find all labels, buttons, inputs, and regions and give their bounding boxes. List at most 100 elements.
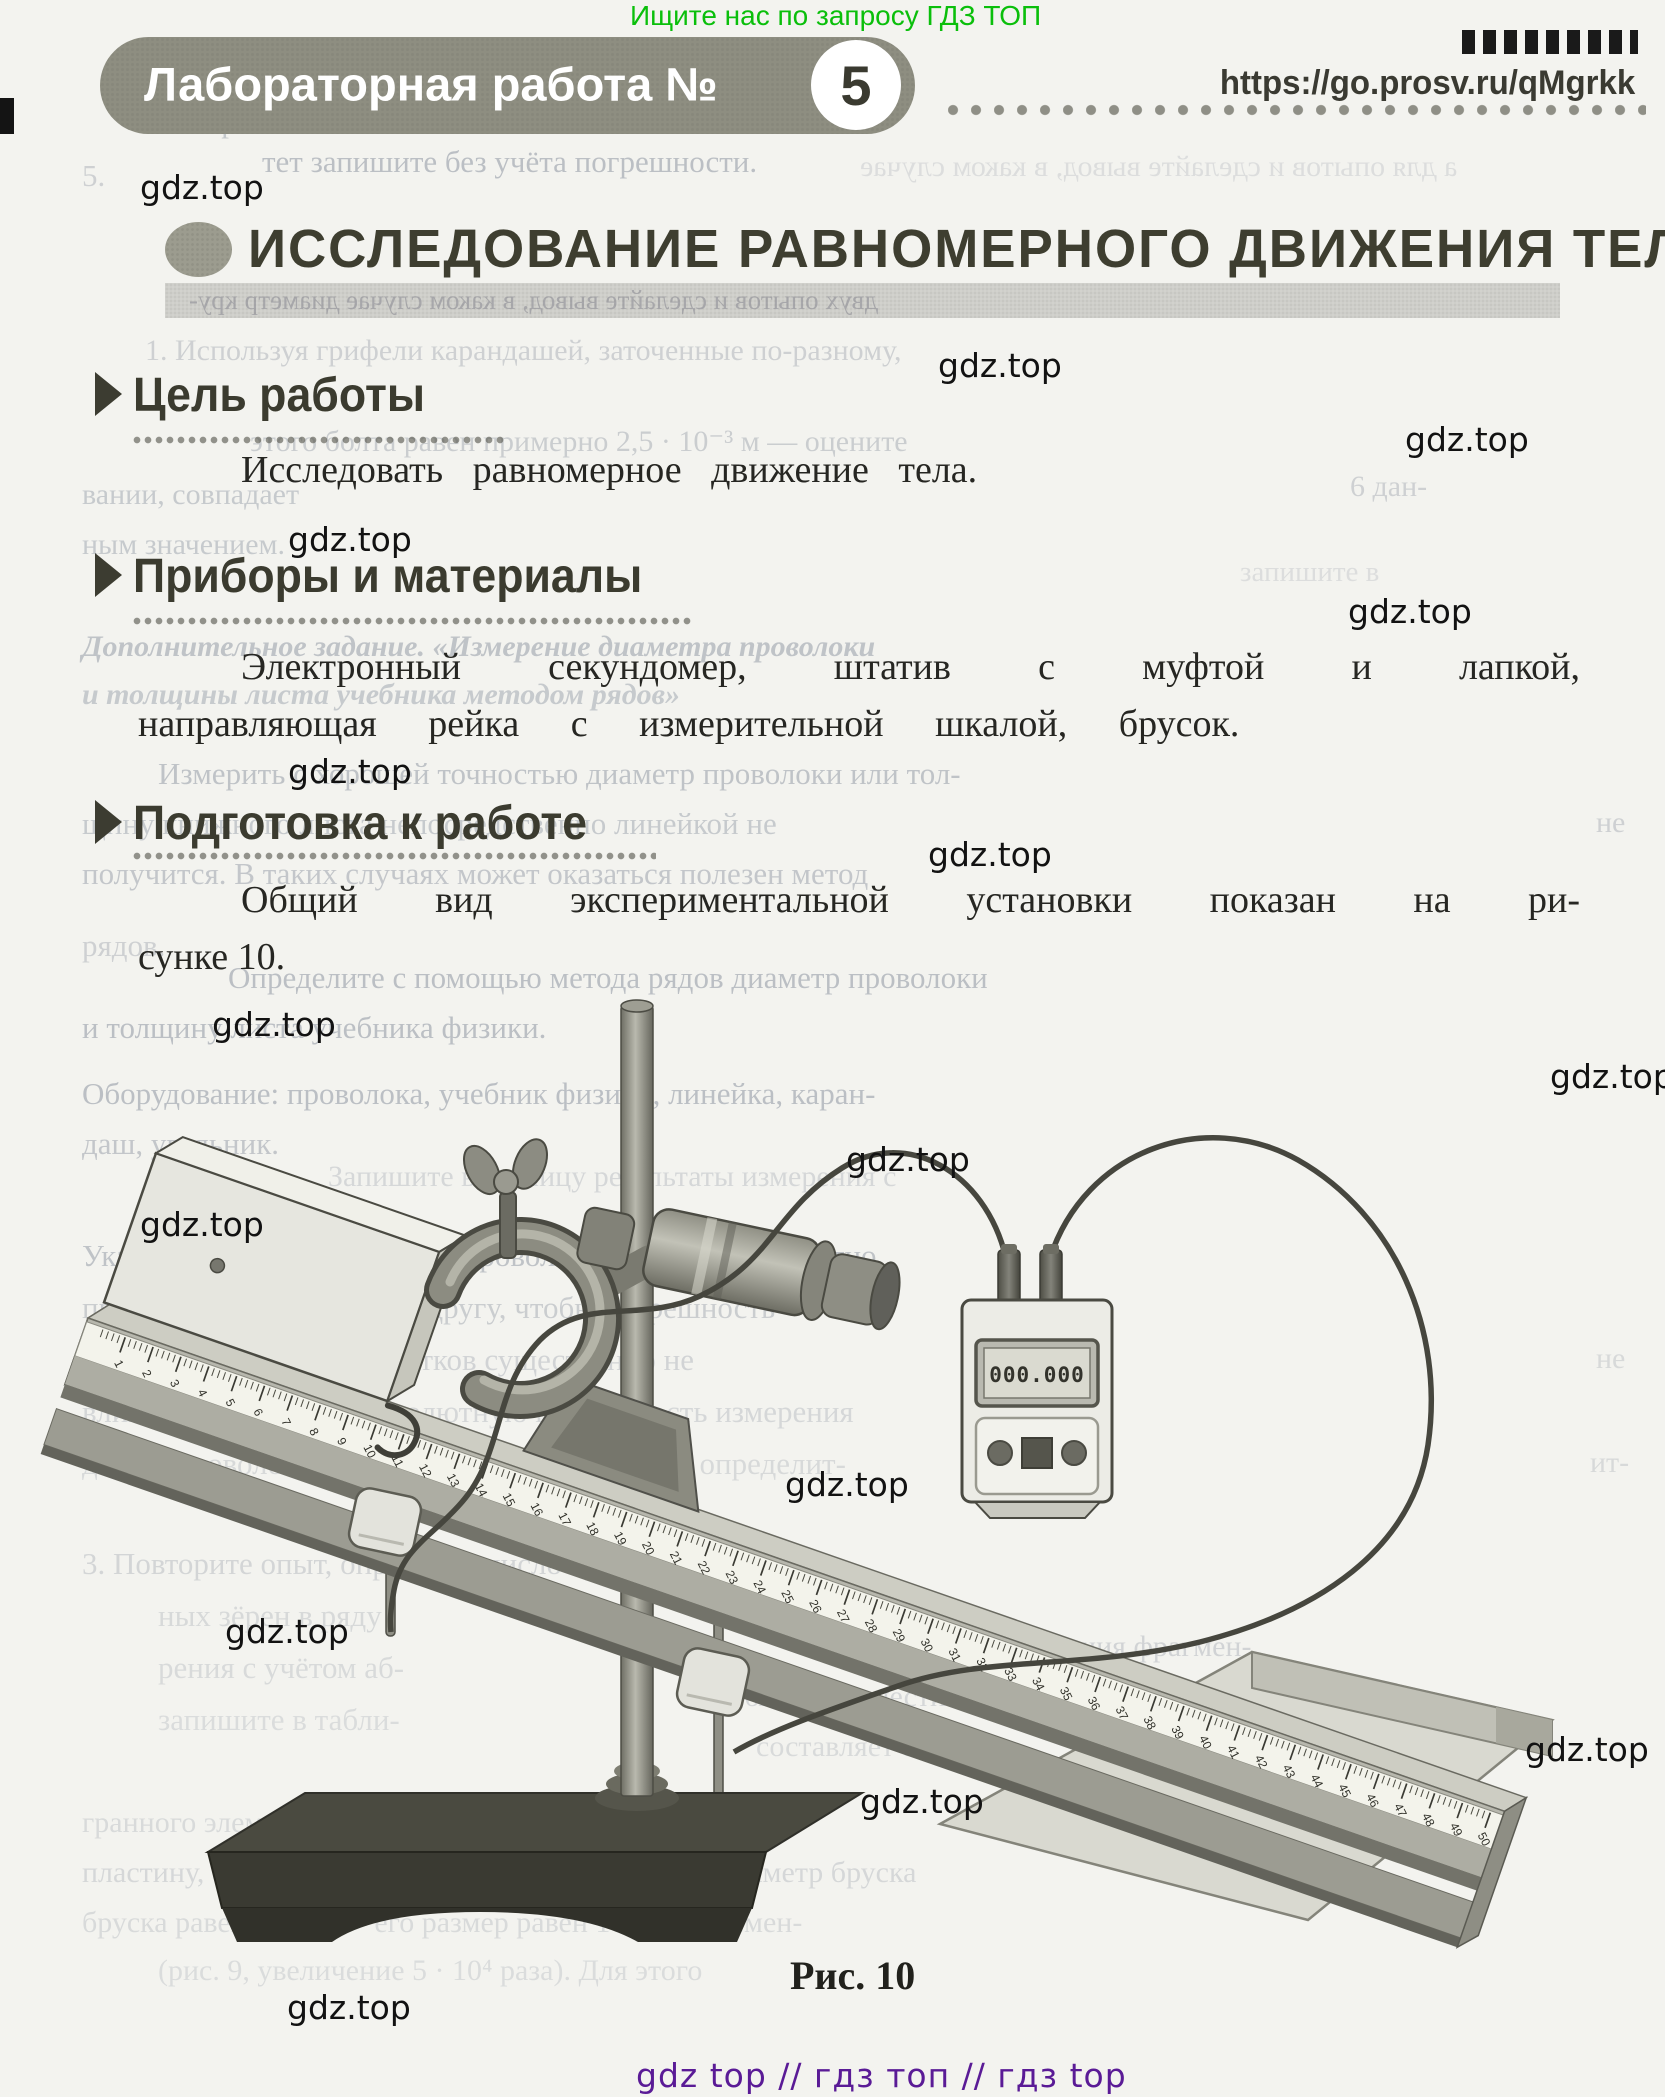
svg-text:34: 34 xyxy=(1029,1675,1048,1694)
sensor-clip-a xyxy=(347,1487,423,1557)
svg-text:13: 13 xyxy=(444,1471,463,1490)
bleed-through-line: рядов. xyxy=(82,928,166,963)
svg-text:25: 25 xyxy=(778,1588,797,1607)
stand-base xyxy=(204,1762,866,1942)
bleed-through-line: Определите с помощью метода рядов диамет… xyxy=(228,960,988,995)
stopwatch-round-button xyxy=(1061,1440,1087,1466)
svg-text:46: 46 xyxy=(1363,1791,1382,1810)
gdz-watermark: gdz.top xyxy=(938,346,1062,385)
svg-text:35: 35 xyxy=(1057,1685,1076,1704)
svg-text:16: 16 xyxy=(528,1500,547,1519)
gdz-watermark: gdz.top xyxy=(1550,1057,1665,1096)
section-heading-preparation: Подготовка к работе xyxy=(133,797,588,850)
svg-text:30: 30 xyxy=(918,1636,937,1655)
gdz-watermark: gdz.top xyxy=(287,1988,411,2027)
bleed-through-line: Запишите в таблицу результаты измерения … xyxy=(328,1160,897,1193)
gdz-watermark: gdz.top xyxy=(785,1465,909,1504)
sensor-clip-b xyxy=(675,1647,751,1717)
svg-text:23: 23 xyxy=(723,1568,742,1587)
heading-dotted-underline xyxy=(133,436,505,446)
gdz-watermark: gdz.top xyxy=(288,752,412,791)
gdz-watermark: gdz.top xyxy=(846,1140,970,1179)
gdz-footer-links: gdz top // гдз топ // гдз top xyxy=(636,2056,1127,2095)
svg-text:42: 42 xyxy=(1252,1752,1271,1771)
figure-caption: Рис. 10 xyxy=(790,1953,916,1998)
page-title: ИССЛЕДОВАНИЕ РАВНОМЕРНОГО ДВИЖЕНИЯ ТЕЛА xyxy=(248,219,1665,279)
wooden-block-with-hook xyxy=(102,1136,469,1459)
svg-text:44: 44 xyxy=(1308,1772,1327,1791)
section-arrow-icon xyxy=(95,553,122,597)
c-clamp-assembly xyxy=(424,1138,901,1420)
bleed-through-line: ит- xyxy=(1590,1446,1630,1479)
bleed-through-line: ных зёрен в ряду xyxy=(158,1598,382,1633)
bleed-through-line: тет запишите без учёта погрешности. xyxy=(262,144,758,179)
bleed-through-line: и толщины листа учебника методом рядов» xyxy=(82,678,681,711)
svg-text:21: 21 xyxy=(667,1549,686,1568)
measuring-scale: 1234567891011121314151617181920212223242… xyxy=(99,1329,1494,1849)
dotted-leader-line xyxy=(948,104,1646,117)
bleed-through-line: 5. xyxy=(82,158,106,193)
section-heading-equipment: Приборы и материалы xyxy=(133,550,643,603)
heading-dotted-underline xyxy=(133,617,693,627)
lab-work-label: Лабораторная работа № xyxy=(144,56,718,110)
svg-text:48: 48 xyxy=(1419,1811,1438,1830)
gdz-promo-banner: Ищите нас по запросу ГДЗ ТОП xyxy=(630,0,1042,31)
svg-text:19: 19 xyxy=(611,1529,630,1548)
gdz-watermark: gdz.top xyxy=(1405,420,1529,459)
svg-text:49: 49 xyxy=(1447,1820,1466,1839)
lab-work-number-badge: 5 xyxy=(811,40,901,130)
section-heading-goal: Цель работы xyxy=(133,369,425,422)
bleed-through-line: Оборудование: проволока, учебник физики,… xyxy=(82,1076,876,1111)
bleed-through-line: щину книжного листа непосредственно лине… xyxy=(82,806,777,841)
bleed-through-line: Измерить с хорошей точностью диаметр про… xyxy=(158,756,961,791)
bleed-through-line: запишите в табли- xyxy=(158,1702,400,1737)
svg-text:38: 38 xyxy=(1140,1714,1159,1733)
page-edge-mark xyxy=(0,98,14,134)
stopwatch-plug xyxy=(997,1249,1021,1307)
bleed-through-line: рения с учётом аб- xyxy=(158,1650,405,1685)
qr-code-remnant-icon xyxy=(1462,30,1638,58)
right-wire xyxy=(732,1135,1434,1755)
bleed-through-line: запишите в xyxy=(1240,556,1380,588)
gdz-watermark: gdz.top xyxy=(225,1612,349,1651)
heading-dotted-underline xyxy=(133,852,656,862)
stopwatch-round-button xyxy=(987,1440,1013,1466)
svg-text:29: 29 xyxy=(890,1626,909,1645)
svg-text:39: 39 xyxy=(1168,1723,1187,1742)
bleed-through-line: вании, совпадает xyxy=(82,478,300,511)
svg-text:43: 43 xyxy=(1280,1762,1299,1781)
svg-text:40: 40 xyxy=(1196,1733,1215,1752)
gdz-watermark: gdz.top xyxy=(288,520,412,559)
svg-text:15: 15 xyxy=(500,1491,519,1510)
svg-text:28: 28 xyxy=(862,1617,881,1636)
svg-text:17: 17 xyxy=(555,1510,574,1529)
gdz-watermark: gdz.top xyxy=(860,1782,984,1821)
preparation-line-2: сунке 10. xyxy=(138,936,286,978)
svg-text:26: 26 xyxy=(806,1597,825,1616)
section-arrow-icon xyxy=(95,372,122,416)
svg-text:37: 37 xyxy=(1113,1704,1132,1723)
preparation-line-1: Общий вид экспериментальной установки по… xyxy=(241,879,1580,921)
svg-text:10: 10 xyxy=(360,1442,379,1461)
equipment-line-1: Электронный секундомер, штатив с муфтой … xyxy=(241,646,1580,688)
gdz-watermark: gdz.top xyxy=(212,1005,336,1044)
resource-url: https://go.prosv.ru/qMgrkk xyxy=(1219,64,1635,102)
electronic-stopwatch: 000.000 xyxy=(960,1244,1114,1519)
goal-text: Исследовать равномерное движение тела. xyxy=(241,449,978,491)
gdz-watermark: gdz.top xyxy=(928,835,1052,874)
stopwatch-square-button xyxy=(1021,1437,1053,1469)
svg-text:20: 20 xyxy=(639,1539,658,1558)
bleed-through-line: и толщину листа учебника физики. xyxy=(82,1010,547,1045)
wing-screw xyxy=(462,1138,548,1259)
svg-text:36: 36 xyxy=(1085,1694,1104,1713)
svg-text:45: 45 xyxy=(1335,1782,1354,1801)
svg-text:31: 31 xyxy=(945,1646,964,1665)
svg-text:22: 22 xyxy=(695,1558,714,1577)
gdz-watermark: gdz.top xyxy=(1525,1730,1649,1769)
lab-work-header-capsule: Лабораторная работа № 5 xyxy=(100,37,915,134)
svg-text:50: 50 xyxy=(1475,1830,1494,1849)
title-bullet-ellipse xyxy=(165,222,232,277)
svg-text:18: 18 xyxy=(583,1520,602,1539)
